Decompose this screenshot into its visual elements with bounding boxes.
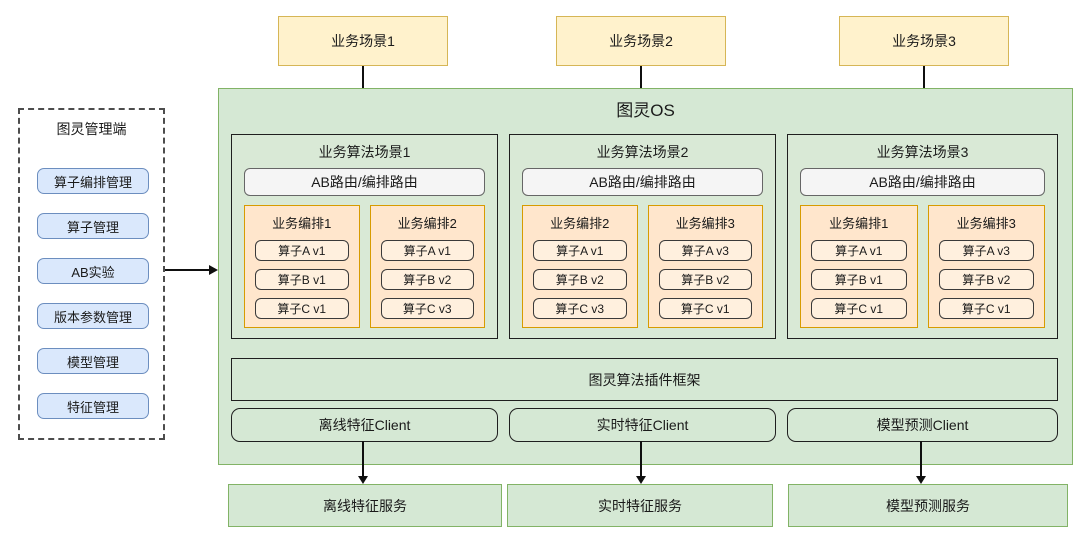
orchestration-row-3: 业务编排1 算子A v1 算子B v1 算子C v1 业务编排3 算子A v3 …: [800, 205, 1045, 328]
plugin-framework-bar: 图灵算法插件框架: [231, 358, 1058, 401]
orchestration-title: 业务编排1: [829, 216, 889, 231]
operator-box: 算子C v1: [938, 298, 1034, 319]
orchestration-title: 业务编排3: [956, 216, 1016, 231]
business-scene-1-box: 业务场景1: [278, 16, 448, 66]
model-predict-service-box: 模型预测服务: [788, 484, 1068, 527]
operator-box: 算子C v1: [811, 298, 907, 319]
operator-list: 算子A v1 算子B v1 算子C v1: [811, 240, 907, 319]
operator-list: 算子A v3 算子B v2 算子C v1: [658, 240, 752, 319]
operator-box: 算子A v1: [811, 240, 907, 261]
orchestration-title: 业务编排1: [272, 216, 332, 231]
orchestration-title: 业务编排2: [397, 216, 457, 231]
operator-box: 算子A v1: [533, 240, 627, 261]
admin-to-os-arrow-head: [209, 265, 218, 275]
ab-route-bar-1: AB路由/编排路由: [244, 168, 485, 196]
service-3-arrow-line: [920, 441, 922, 477]
algorithm-scene-1: 业务算法场景1 AB路由/编排路由 业务编排1 算子A v1 算子B v1 算子…: [231, 134, 498, 339]
service-3-arrow-head: [916, 476, 926, 484]
ab-route-bar-3: AB路由/编排路由: [800, 168, 1045, 196]
admin-item-operator-mgmt: 算子管理: [37, 213, 149, 239]
operator-box: 算子C v3: [533, 298, 627, 319]
admin-item-operator-orchestration-mgmt: 算子编排管理: [37, 168, 149, 194]
service-1-arrow-line: [362, 441, 364, 477]
admin-item-feature-mgmt: 特征管理: [37, 393, 149, 419]
orchestration-row-2: 业务编排2 算子A v1 算子B v2 算子C v3 业务编排3 算子A v3 …: [522, 205, 763, 328]
turing-os-container: 图灵OS 业务算法场景1 AB路由/编排路由 业务编排1 算子A v1 算子B …: [218, 88, 1073, 465]
operator-box: 算子B v1: [811, 269, 907, 290]
orchestration-box: 业务编排2 算子A v1 算子B v2 算子C v3: [522, 205, 638, 328]
orchestration-box: 业务编排3 算子A v3 算子B v2 算子C v1: [927, 205, 1045, 328]
operator-box: 算子A v3: [938, 240, 1034, 261]
service-2-arrow-line: [640, 441, 642, 477]
algorithm-scene-3-title: 业务算法场景3: [876, 144, 969, 160]
algorithm-scene-1-title: 业务算法场景1: [318, 144, 411, 160]
turing-os-title: 图灵OS: [616, 101, 675, 120]
operator-box: 算子C v1: [658, 298, 752, 319]
admin-item-ab-experiment: AB实验: [37, 258, 149, 284]
operator-box: 算子B v2: [938, 269, 1034, 290]
orchestration-box: 业务编排2 算子A v1 算子B v2 算子C v3: [369, 205, 485, 328]
operator-box: 算子B v2: [658, 269, 752, 290]
orchestration-box: 业务编排1 算子A v1 算子B v1 算子C v1: [800, 205, 918, 328]
operator-list: 算子A v1 算子B v2 算子C v3: [380, 240, 474, 319]
admin-panel: 图灵管理端 算子编排管理 算子管理 AB实验 版本参数管理 模型管理 特征管理: [18, 108, 165, 440]
algorithm-scene-3: 业务算法场景3 AB路由/编排路由 业务编排1 算子A v1 算子B v1 算子…: [787, 134, 1058, 339]
admin-to-os-arrow-line: [165, 269, 210, 271]
business-scene-3-box: 业务场景3: [839, 16, 1009, 66]
orchestration-box: 业务编排1 算子A v1 算子B v1 算子C v1: [244, 205, 360, 328]
operator-box: 算子A v1: [255, 240, 349, 261]
admin-item-version-param-mgmt: 版本参数管理: [37, 303, 149, 329]
offline-feature-service-box: 离线特征服务: [228, 484, 502, 527]
operator-box: 算子B v2: [380, 269, 474, 290]
orchestration-box: 业务编排3 算子A v3 算子B v2 算子C v1: [647, 205, 763, 328]
realtime-feature-client-bar: 实时特征Client: [509, 408, 776, 442]
service-1-arrow-head: [358, 476, 368, 484]
operator-box: 算子A v1: [380, 240, 474, 261]
operator-list: 算子A v1 算子B v2 算子C v3: [533, 240, 627, 319]
ab-route-bar-2: AB路由/编排路由: [522, 168, 763, 196]
operator-box: 算子B v2: [533, 269, 627, 290]
model-predict-client-bar: 模型预测Client: [787, 408, 1058, 442]
operator-box: 算子C v3: [380, 298, 474, 319]
algorithm-scene-2-title: 业务算法场景2: [596, 144, 689, 160]
operator-box: 算子B v1: [255, 269, 349, 290]
operator-list: 算子A v3 算子B v2 算子C v1: [938, 240, 1034, 319]
offline-feature-client-bar: 离线特征Client: [231, 408, 498, 442]
realtime-feature-service-box: 实时特征服务: [507, 484, 773, 527]
operator-box: 算子C v1: [255, 298, 349, 319]
business-scene-2-box: 业务场景2: [556, 16, 726, 66]
orchestration-title: 业务编排2: [550, 216, 610, 231]
service-2-arrow-head: [636, 476, 646, 484]
admin-item-model-mgmt: 模型管理: [37, 348, 149, 374]
algorithm-scene-2: 业务算法场景2 AB路由/编排路由 业务编排2 算子A v1 算子B v2 算子…: [509, 134, 776, 339]
operator-box: 算子A v3: [658, 240, 752, 261]
admin-panel-title: 图灵管理端: [56, 121, 127, 137]
orchestration-title: 业务编排3: [675, 216, 735, 231]
orchestration-row-1: 业务编排1 算子A v1 算子B v1 算子C v1 业务编排2 算子A v1 …: [244, 205, 485, 328]
operator-list: 算子A v1 算子B v1 算子C v1: [255, 240, 349, 319]
